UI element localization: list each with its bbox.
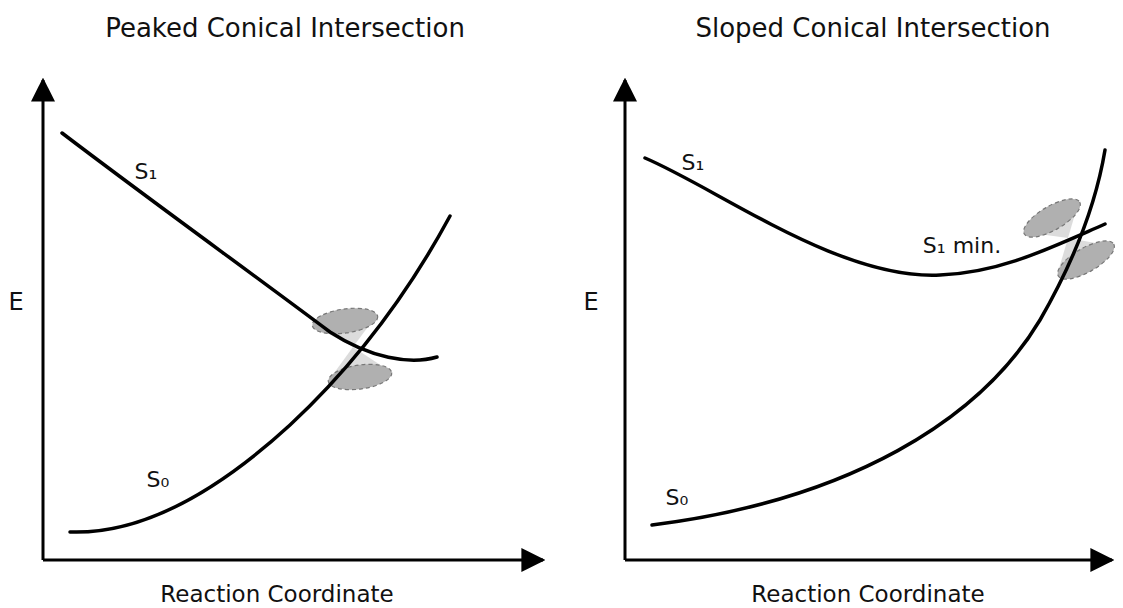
curve-label: S₀	[666, 486, 689, 510]
s1-curve	[645, 158, 1105, 275]
curve-label: S₀	[147, 468, 170, 492]
curve-label: S₁	[682, 151, 705, 175]
cone	[311, 305, 394, 394]
curve-label: S₁	[135, 160, 158, 184]
axis-label: E	[583, 289, 598, 315]
axis-label: E	[8, 289, 23, 315]
y-axis	[624, 80, 627, 560]
s0-curve	[652, 150, 1105, 525]
y-axis	[42, 80, 45, 560]
panel-title: Peaked Conical Intersection	[105, 14, 465, 43]
axis-label: Reaction Coordinate	[160, 582, 393, 607]
panel-title: Sloped Conical Intersection	[695, 14, 1050, 43]
x-axis	[625, 559, 1112, 562]
s0-curve	[70, 216, 450, 532]
x-axis	[43, 559, 543, 562]
curve-label: S₁ min.	[923, 234, 1001, 258]
axis-label: Reaction Coordinate	[751, 582, 984, 607]
